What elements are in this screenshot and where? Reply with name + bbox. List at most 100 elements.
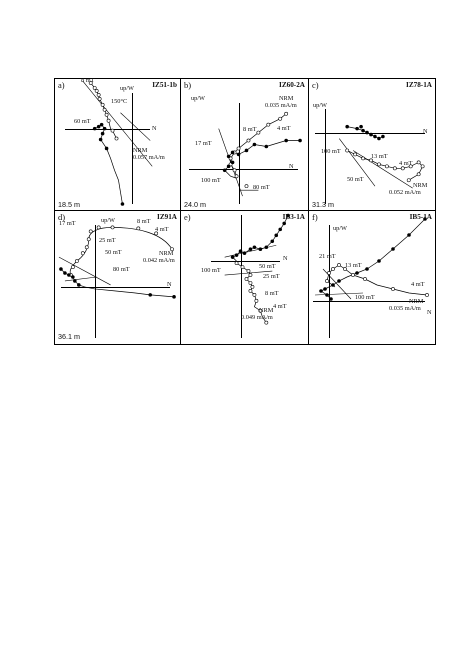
panel-e-letter: e) xyxy=(184,212,191,222)
panel-d-filled-points xyxy=(59,267,176,299)
panel-d-label-17mt: 17 mT xyxy=(59,220,76,227)
panel-b-depth: 24.0 m xyxy=(184,200,206,209)
panel-f-label-4mt: 4 mT xyxy=(411,281,425,288)
panel-f-label-100mt: 100 mT xyxy=(355,294,375,301)
panel-e-label-50mt: 50 mT xyxy=(259,263,276,270)
panel-b-label-nrm: NRM xyxy=(279,95,294,102)
panel-a-horizontal-projection xyxy=(94,124,123,205)
panel-f: f) IB5-1A up/W 21 mT 13 mT 4 mT 100 mT N… xyxy=(309,211,435,344)
panel-c-horizontal-projection xyxy=(347,126,384,139)
panel-a-depth: 18.5 m xyxy=(58,200,80,209)
panel-a-letter: a) xyxy=(58,80,65,90)
panel-d-label-25mt: 25 mT xyxy=(99,237,116,244)
panel-e-plot xyxy=(224,213,290,325)
panel-f-label-nrm-value: 0.035 mA/m xyxy=(389,305,421,312)
panel-c-label-nrm: NRM xyxy=(413,182,428,189)
panel-c-label-50mt: 50 mT xyxy=(347,176,364,183)
panel-f-label-upw: up/W xyxy=(333,225,347,232)
panel-e-label-8mt: 8 mT xyxy=(265,290,279,297)
panel-e-label-4mt: 4 mT xyxy=(273,303,287,310)
panel-d-plot xyxy=(58,225,176,299)
panel-b-horizontal-projection xyxy=(224,140,301,179)
panel-d: d) IZ91A 17 mT up/W 8 mT 4 mT 25 mT 50 m… xyxy=(55,211,181,344)
panel-a-label-upw: up/W xyxy=(120,85,134,92)
panel-e-horizontal-axis xyxy=(211,261,280,262)
panel-c-label-13mt: 13 mT xyxy=(371,153,388,160)
panel-a-plot xyxy=(82,80,153,206)
panel-f-filled-points xyxy=(319,217,427,301)
panel-e-label-n: N xyxy=(283,255,288,262)
panel-b-label-nrm-value: 0.035 mA/m xyxy=(265,102,297,109)
panel-c-label-100mt: 100 mT xyxy=(321,148,341,155)
panel-b-label-17mt: 17 mT xyxy=(195,140,212,147)
panel-d-open-points xyxy=(68,225,174,277)
panel-f-vertical-projection xyxy=(326,264,428,296)
panel-c-label-4mt: 4 mT xyxy=(399,160,413,167)
panel-d-vertical-axis xyxy=(95,225,96,338)
panel-c-depth: 31.3 m xyxy=(312,200,334,209)
panel-e-label-100mt: 100 mT xyxy=(201,267,221,274)
panel-d-sample-id: IZ91A xyxy=(157,213,177,221)
zijderveld-figure: a) IZ51-1b 8 mT 150°C up/W 60 mT N NRM 0… xyxy=(54,77,436,345)
panel-c-vertical-axis xyxy=(325,109,326,204)
panel-d-label-80mt: 80 mT xyxy=(113,266,130,273)
panel-c: c) IZ78-1A up/W N 100 mT 50 mT 13 mT 4 m… xyxy=(309,79,435,211)
panel-f-plot xyxy=(314,217,429,301)
panel-a-filled-points xyxy=(92,122,125,206)
panel-d-label-8mt: 8 mT xyxy=(137,218,151,225)
panel-d-label-4mt: 4 mT xyxy=(155,226,169,233)
panel-e-sample-id: IB3-1A xyxy=(282,213,305,221)
panel-a-vertical-axis xyxy=(132,93,133,204)
panel-a-label-60mt: 60 mT xyxy=(74,118,91,125)
panel-d-label-50mt: 50 mT xyxy=(105,249,122,256)
panel-f-label-21mt: 21 mT xyxy=(319,253,336,260)
panel-b: b) IZ60-2A up/W NRM 0.035 mA/m 4 mT 8 mT… xyxy=(181,79,309,211)
panel-a-horizontal-axis xyxy=(65,129,150,130)
panel-b-label-100mt: 100 mT xyxy=(201,177,221,184)
panel-b-filled-points xyxy=(222,138,302,173)
panel-c-letter: c) xyxy=(312,80,319,90)
panel-a-open-points xyxy=(88,81,119,141)
panel-b-horizontal-axis xyxy=(189,169,298,170)
panel-b-letter: b) xyxy=(184,80,192,90)
panel-e-label-nrm-value: 0.049 mA/m xyxy=(241,314,273,321)
panel-c-label-upw: up/W xyxy=(313,102,327,109)
panel-b-label-80mt: 80 mT xyxy=(253,184,270,191)
panel-e-label-25mt: 25 mT xyxy=(263,273,280,280)
panel-e-open-points xyxy=(234,261,269,325)
panel-a-label-8mt: 8 mT xyxy=(81,77,95,84)
panel-f-open-points xyxy=(325,263,429,297)
panel-c-label-n: N xyxy=(423,128,428,135)
panel-c-sample-id: IZ78-1A xyxy=(406,81,432,89)
panel-e: e) IB3-1A N 100 mT 50 mT 25 mT 8 mT 4 mT… xyxy=(181,211,309,344)
panel-f-vertical-axis xyxy=(329,225,330,338)
panel-d-label-n: N xyxy=(167,281,172,288)
panel-a-label-150c: 150°C xyxy=(111,98,128,105)
panel-f-label-n: N xyxy=(427,309,432,316)
panel-f-label-nrm: NRM xyxy=(409,298,424,305)
panel-e-label-nrm: NRM xyxy=(259,307,274,314)
panel-b-plot xyxy=(218,111,302,197)
panel-d-label-nrm: NRM xyxy=(159,250,174,257)
panel-d-horizontal-axis xyxy=(61,287,170,288)
panel-a-sample-id: IZ51-1b xyxy=(152,81,177,89)
panel-b-label-n: N xyxy=(289,163,294,170)
panel-a-label-nrm: NRM xyxy=(133,147,148,154)
panel-b-label-8mt: 8 mT xyxy=(243,126,257,133)
panel-f-letter: f) xyxy=(312,212,318,222)
panel-d-label-nrm-value: 0.042 mA/m xyxy=(143,257,175,264)
panel-e-filled-points xyxy=(230,213,290,259)
panel-c-label-nrm-value: 0.052 mA/m xyxy=(389,189,421,196)
panel-a: a) IZ51-1b 8 mT 150°C up/W 60 mT N NRM 0… xyxy=(55,77,181,211)
panel-f-label-13mt: 13 mT xyxy=(345,262,362,269)
panel-f-horizontal-axis xyxy=(313,301,425,302)
panel-e-vertical-axis xyxy=(241,215,242,338)
panel-c-filled-points xyxy=(345,124,385,141)
panel-b-label-4mt: 4 mT xyxy=(277,125,291,132)
panel-f-sample-id: IB5-1A xyxy=(409,213,432,221)
panel-b-open-points xyxy=(228,111,289,189)
panel-d-depth: 36.1 m xyxy=(58,332,80,341)
panel-e-horizontal-projection xyxy=(232,215,289,262)
panel-c-open-points xyxy=(345,148,425,183)
panel-b-sample-id: IZ60-2A xyxy=(279,81,305,89)
